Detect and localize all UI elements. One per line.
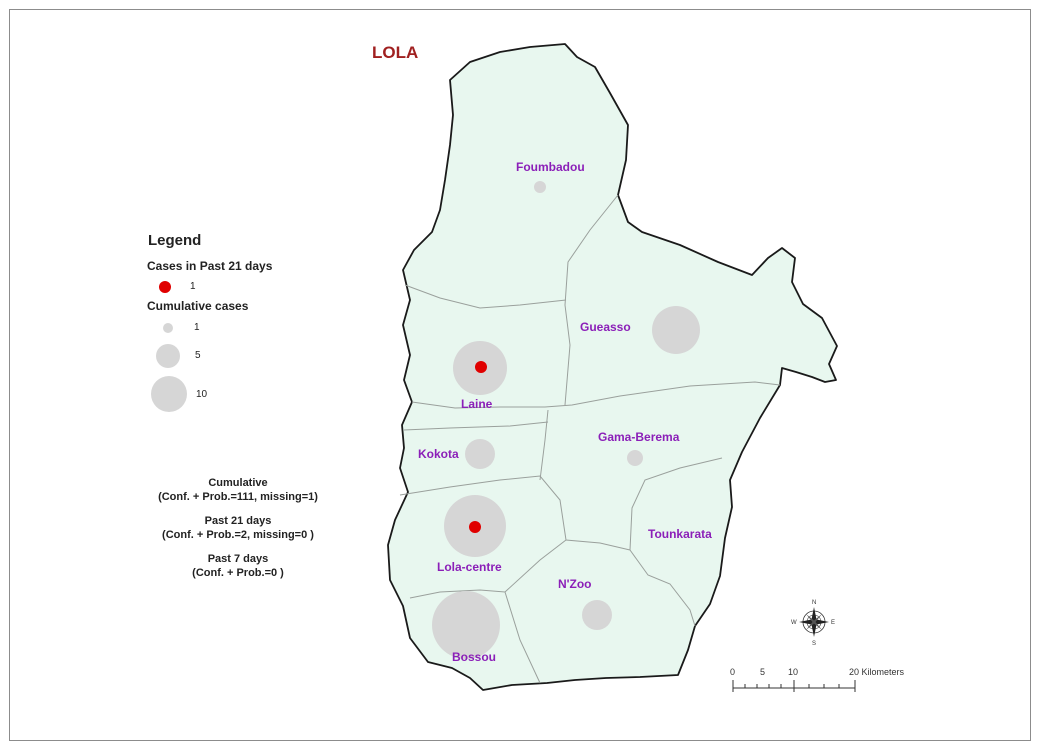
- district-label-foumbadou: Foumbadou: [516, 160, 585, 174]
- legend-recent-row: 1: [148, 277, 348, 297]
- legend: Legend Cases in Past 21 days 1 Cumulativ…: [147, 232, 348, 417]
- compass-letter-s: S: [812, 641, 816, 647]
- recent-symbol-lola-centre: [469, 521, 481, 533]
- district-label-kokota: Kokota: [418, 447, 459, 461]
- stats-past21-heading: Past 21 days: [204, 515, 272, 527]
- cumulative-symbol-foumbadou: [534, 181, 546, 193]
- map-title: LOLA: [372, 43, 418, 62]
- stats-past7: Past 7 days (Conf. + Prob.=0 ): [118, 552, 358, 580]
- cumulative-symbol-kokota: [465, 439, 495, 469]
- district-label-gueasso: Gueasso: [580, 320, 631, 334]
- legend-cumulative-symbol-1: [163, 323, 173, 333]
- district-label-tounkarata: Tounkarata: [648, 527, 712, 541]
- legend-cumulative-symbol-10: [151, 376, 187, 412]
- stats-past21-detail: (Conf. + Prob.=2, missing=0 ): [162, 529, 314, 541]
- cumulative-symbol-gueasso: [652, 306, 700, 354]
- stats-cumulative: Cumulative (Conf. + Prob.=111, missing=1…: [118, 476, 358, 504]
- scale-tick-20: 20 Kilometers: [849, 667, 905, 677]
- recent-symbols: [469, 361, 487, 533]
- district-labels: Foumbadou Gueasso Laine Kokota Gama-Bere…: [418, 160, 712, 664]
- district-borders: [399, 194, 781, 684]
- stats-cumulative-detail: (Conf. + Prob.=111, missing=1): [158, 491, 318, 503]
- stats-past21: Past 21 days (Conf. + Prob.=2, missing=0…: [118, 514, 358, 542]
- district-label-laine: Laine: [461, 397, 493, 411]
- stats-cumulative-heading: Cumulative: [208, 477, 268, 489]
- district-label-bossou: Bossou: [452, 650, 496, 664]
- legend-cumulative-row-5: 5: [148, 339, 348, 373]
- stats-past7-detail: (Conf. + Prob.=0 ): [192, 567, 284, 579]
- district-label-nzoo: N'Zoo: [558, 577, 592, 591]
- legend-recent-heading: Cases in Past 21 days: [147, 259, 273, 273]
- cumulative-symbol-gama-berema: [627, 450, 643, 466]
- case-statistics: Cumulative (Conf. + Prob.=111, missing=1…: [118, 476, 358, 590]
- legend-cumulative-row-1: 1: [148, 317, 348, 339]
- legend-cumulative-heading: Cumulative cases: [147, 299, 249, 313]
- legend-cumulative-row-10: 10: [148, 373, 348, 417]
- stats-past7-heading: Past 7 days: [207, 553, 269, 565]
- legend-title: Legend: [148, 232, 202, 249]
- cumulative-symbol-bossou: [432, 591, 500, 659]
- district-label-lola-centre: Lola-centre: [437, 560, 502, 574]
- recent-symbol-laine: [475, 361, 487, 373]
- legend-cumulative-label-1: 1: [194, 322, 200, 333]
- compass-letter-n: N: [812, 600, 816, 606]
- scale-tick-0: 0: [730, 667, 735, 677]
- scale-tick-10: 10: [788, 667, 798, 677]
- legend-cumulative-symbol-5: [156, 344, 180, 368]
- district-label-gama-berema: Gama-Berema: [598, 430, 680, 444]
- legend-recent-symbol: [159, 281, 171, 293]
- legend-cumulative-label-10: 10: [196, 389, 208, 400]
- scale-bar: 0 5 10 20 Kilometers: [730, 667, 905, 692]
- scale-tick-5: 5: [760, 667, 765, 677]
- cumulative-symbol-nzoo: [582, 600, 612, 630]
- compass-rose-icon: N E S W: [791, 600, 835, 647]
- legend-cumulative-label-5: 5: [195, 350, 201, 361]
- compass-letter-e: E: [831, 620, 835, 626]
- legend-recent-label: 1: [190, 281, 196, 292]
- compass-letter-w: W: [791, 620, 797, 626]
